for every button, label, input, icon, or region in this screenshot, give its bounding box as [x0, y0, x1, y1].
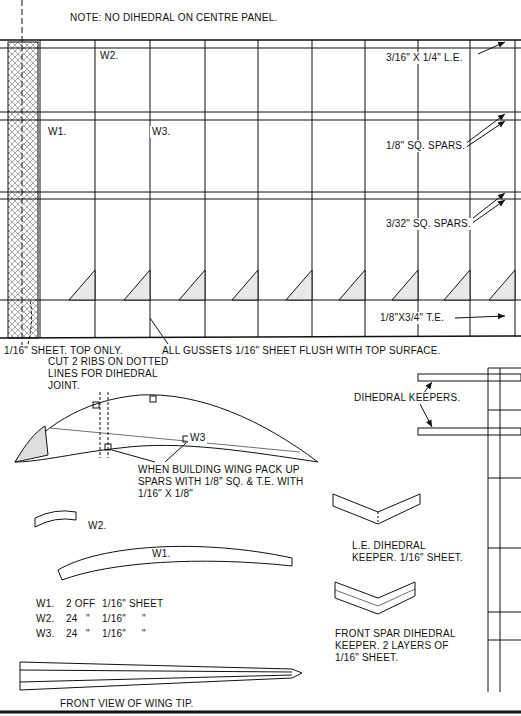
plan-label: DIHEDRAL KEEPERS.: [352, 392, 462, 404]
plan-label: 1/16" SHEET: [100, 598, 165, 610]
wing-tip-front-view: [20, 662, 302, 690]
plan-label: W1.: [46, 126, 68, 138]
plan-label: 1/8"X3/4" T.E.: [378, 312, 446, 324]
plan-label: 2 OFF: [64, 598, 97, 610]
plan-label: ": [84, 613, 92, 625]
spar-keeper: [335, 582, 415, 614]
leading-edge: [0, 39, 521, 41]
plan-label: 1/16": [100, 613, 128, 625]
le-keeper: [333, 494, 420, 524]
plan-label: 24: [64, 628, 80, 640]
sheet-border: [0, 711, 521, 714]
leading-edge: [0, 48, 521, 49]
plan-label: 3/16" X 1/4" L.E.: [384, 52, 465, 64]
trailing-edge: [0, 300, 521, 338]
plan-label: W2.: [34, 613, 56, 625]
plan-label: NOTE: NO DIHEDRAL ON CENTRE PANEL.: [68, 12, 279, 24]
plan-label: W2.: [86, 520, 108, 532]
rib-w2: [35, 511, 76, 527]
plan-label: FRONT SPAR DIHEDRAL KEEPER. 2 LAYERS OF …: [333, 628, 472, 664]
centre-line: [22, 0, 23, 350]
rib-w1: [58, 546, 292, 580]
leader-lines: [28, 42, 505, 344]
plan-label: L.E. DIHEDRAL KEEPER. 1/16" SHEET.: [350, 540, 474, 564]
plan-label: W3: [188, 432, 207, 444]
plan-label: ": [140, 628, 148, 640]
plan-label: FRONT VIEW OF WING TIP.: [58, 698, 196, 710]
ribs: [40, 40, 515, 337]
gussets: [69, 270, 515, 300]
plan-label: WHEN BUILDING WING PACK UP SPARS WITH 1/…: [136, 464, 330, 500]
plan-label: W3.: [150, 126, 172, 138]
spars: [0, 112, 521, 199]
plan-label: W3.: [34, 628, 56, 640]
plan-label: 1/16": [100, 628, 128, 640]
plan-label: W2.: [98, 50, 120, 62]
plan-label: 1/8" SQ. SPARS.: [384, 140, 467, 152]
plan-label: ": [84, 628, 92, 640]
plan-label: ALL GUSSETS 1/16" SHEET FLUSH WITH TOP S…: [160, 345, 443, 357]
plan-label: ": [140, 613, 148, 625]
plan-label: 3/32" SQ. SPARS.: [384, 218, 473, 230]
plan-label: W1.: [34, 598, 56, 610]
plan-label: CUT 2 RIBS ON DOTTED LINES FOR DIHEDRAL …: [46, 356, 190, 392]
plan-label: 24: [64, 613, 80, 625]
centre-sheet: [8, 42, 38, 338]
plan-label: W1.: [150, 548, 172, 560]
